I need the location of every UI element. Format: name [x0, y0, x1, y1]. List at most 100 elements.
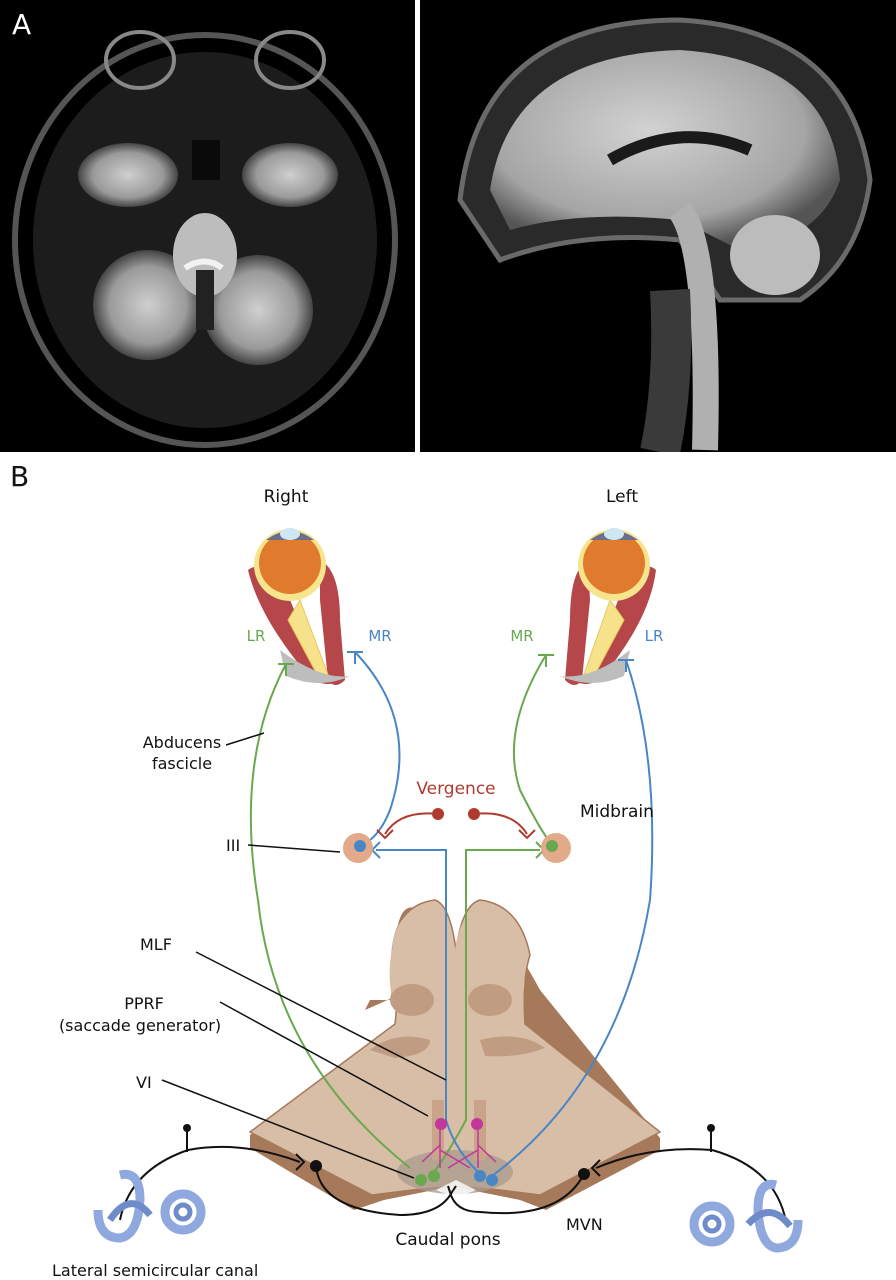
pons-upper: [389, 905, 525, 1010]
iii-neuron-right: [354, 840, 366, 852]
mvn-label: MVN: [566, 1215, 603, 1234]
lateral-canal-label: Lateral semicircular canal: [52, 1261, 258, 1280]
left-lr-label: LR: [645, 627, 664, 645]
right-mvn-projection: [315, 1165, 457, 1217]
left-cochlea: [689, 1201, 735, 1247]
vi-neuron-right-a: [415, 1174, 427, 1186]
right-ganglion-neuron: [183, 1124, 191, 1132]
right-lr-synapse: [278, 663, 294, 676]
panel-b-label: B: [10, 460, 30, 493]
left-lr-synapse: [618, 659, 634, 672]
abducens-leader-line: [225, 732, 265, 746]
cerebellum-left: [203, 255, 313, 365]
left-lateral-canal: [745, 1209, 793, 1229]
vergence-pathways: [376, 812, 536, 840]
abducens-label-line1: Abducens: [143, 733, 222, 752]
left-orbit-apex: [560, 650, 630, 683]
vergence-left-synapse: [518, 829, 536, 840]
vergence-left-path: [473, 812, 528, 835]
pprf-projections: [421, 1124, 497, 1169]
pprf-region-left: [474, 1100, 486, 1160]
right-lens: [280, 528, 300, 540]
pprf-label-line1: PPRF: [124, 994, 164, 1013]
orbit-right: [104, 30, 176, 90]
right-mr-label: MR: [368, 627, 391, 645]
right-mvn-neuron: [310, 1160, 322, 1172]
vi-neuron-left-b: [486, 1174, 498, 1186]
pprf-right-projections: [421, 1124, 471, 1169]
vi-neuron-right-b: [428, 1170, 440, 1182]
cerebellum-right: [93, 250, 203, 360]
brainstem-spinal-cord: [669, 202, 719, 451]
pprf-neuron-right: [435, 1118, 447, 1130]
iii-neuron-left: [546, 840, 558, 852]
left-eye-label: Left: [606, 487, 638, 507]
right-lr-label: LR: [247, 627, 266, 645]
left-mr-path: [512, 654, 553, 846]
leader-lines: [161, 732, 447, 1179]
right-inner-ear: [93, 1169, 206, 1243]
left-mvn-synapse: [590, 1159, 601, 1177]
left-mr-synapse: [538, 654, 554, 667]
pprf-left-projections: [447, 1124, 497, 1169]
left-ganglion-neuron: [707, 1124, 715, 1132]
right-orbit-apex: [280, 650, 350, 683]
corpus-callosum-shadow: [607, 131, 753, 166]
cerebellum: [730, 215, 820, 295]
axial-mri-drawing: [12, 30, 398, 448]
pons-block: [248, 899, 662, 1210]
fourth-ventricle: [196, 270, 214, 330]
pprf-label-line2: (saccade generator): [59, 1016, 221, 1035]
vi-leader-line: [161, 1079, 415, 1179]
pprf-region-right: [432, 1100, 444, 1160]
abducens-label-line2: fascicle: [152, 754, 212, 773]
pontine-lesion: [183, 258, 224, 271]
pons-cerebellar-peduncle-left: [468, 984, 512, 1016]
vestibular-pathways: [119, 1128, 787, 1223]
right-cochlea: [160, 1189, 206, 1235]
vergence-label: Vergence: [416, 779, 495, 799]
right-cochlea-inner: [173, 1202, 193, 1222]
mlf-leader-line: [195, 951, 447, 1081]
pprf-leader-line: [219, 1001, 429, 1117]
iii-label: III: [226, 836, 240, 855]
mlf-label: MLF: [140, 935, 172, 954]
right-medial-rectus-muscle: [320, 560, 345, 685]
right-lateral-canal: [107, 1200, 153, 1223]
left-mr-label: MR: [510, 627, 533, 645]
skull-outline: [12, 32, 398, 448]
right-eye-label: Right: [264, 487, 309, 507]
sagittal-mri-drawing: [457, 17, 873, 452]
sphenoid-sinus: [192, 140, 220, 180]
panel-a-label: A: [12, 8, 32, 41]
right-mr-path: [354, 651, 401, 846]
right-abducens-fascicle-path: [249, 663, 411, 1169]
mlf-blue-path: [376, 849, 479, 1173]
orbit-left: [254, 30, 326, 90]
vergence-neuron-left: [468, 808, 480, 820]
left-inner-ear: [689, 1179, 803, 1253]
pons-cerebellar-peduncle-right: [390, 984, 434, 1016]
pons-tegmentum-left: [480, 1036, 545, 1057]
caudal-pons-label: Caudal pons: [395, 1230, 500, 1250]
pons: [173, 213, 237, 297]
left-canal-loop: [753, 1179, 803, 1253]
cervical-tissue: [640, 288, 692, 452]
pons-tegmentum-right: [370, 1036, 430, 1058]
cerebrum: [490, 50, 840, 250]
pprf-neuron-left: [471, 1118, 483, 1130]
right-eye: [248, 528, 350, 685]
axial-mri-image: [0, 0, 415, 452]
vergence-right-path: [384, 812, 439, 835]
left-mvn-projection: [447, 1173, 585, 1215]
vi-label: VI: [136, 1073, 152, 1092]
right-canal-loop: [93, 1169, 145, 1243]
left-abducens-path: [491, 659, 654, 1177]
left-globe: [583, 532, 645, 594]
left-medial-rectus-muscle: [565, 560, 590, 685]
iii-leader-line: [247, 844, 341, 853]
left-mvn-neuron: [578, 1168, 590, 1180]
left-cochlea-inner: [702, 1214, 722, 1234]
left-lens: [604, 528, 624, 540]
vergence-right-synapse: [376, 829, 394, 840]
